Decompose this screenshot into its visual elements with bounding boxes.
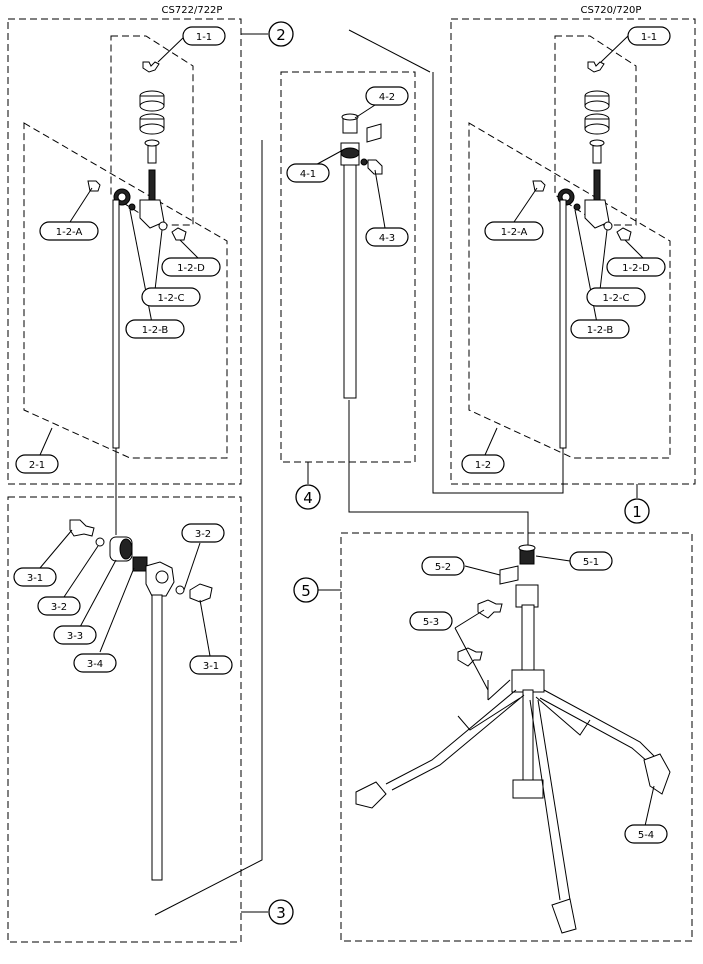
assembly-number-circle bbox=[293, 577, 319, 603]
assembly-number-4: 4 bbox=[303, 489, 313, 507]
assembly-number-circle bbox=[295, 484, 321, 510]
group-box-3 bbox=[7, 496, 242, 943]
label-pill bbox=[181, 523, 225, 543]
connector-4-top bbox=[348, 29, 431, 73]
label-pill bbox=[161, 257, 221, 277]
connector-2-to-4 bbox=[154, 140, 263, 916]
label-text-1-2-right: 1-2 bbox=[475, 460, 491, 471]
label-text-3-1-b: 3-1 bbox=[203, 661, 219, 672]
tripod-base-parts bbox=[355, 544, 671, 934]
label-pill bbox=[73, 653, 117, 673]
leader-lines bbox=[39, 35, 655, 827]
group-box-5 bbox=[340, 532, 693, 942]
label-pill bbox=[461, 454, 505, 474]
label-pill bbox=[15, 454, 59, 474]
label-pill bbox=[606, 257, 666, 277]
group-box-4 bbox=[280, 71, 416, 463]
label-pill bbox=[570, 319, 630, 339]
label-text-2-1: 2-1 bbox=[29, 460, 45, 471]
label-pill bbox=[365, 86, 409, 106]
assembly-number-1: 1 bbox=[632, 503, 642, 521]
assembly-number-2: 2 bbox=[276, 26, 286, 44]
label-text-5-3: 5-3 bbox=[423, 617, 439, 628]
label-text-3-3: 3-3 bbox=[67, 631, 83, 642]
label-pill bbox=[141, 287, 201, 307]
label-pill bbox=[421, 556, 465, 576]
model-label-left: CS722/722P bbox=[162, 5, 223, 16]
assembly-number-3: 3 bbox=[276, 904, 286, 922]
subgroup-1-2-left bbox=[23, 122, 228, 459]
label-text-4-1: 4-1 bbox=[300, 169, 316, 180]
extension-tube-parts bbox=[340, 113, 383, 399]
subgroup-1-1-right bbox=[554, 35, 637, 226]
label-text-5-1: 5-1 bbox=[583, 557, 599, 568]
label-text-1-2-d-left: 1-2-D bbox=[177, 263, 205, 274]
label-pill bbox=[125, 319, 185, 339]
group-box-2 bbox=[7, 18, 242, 485]
subgroup-1-1-left bbox=[110, 35, 194, 226]
label-pill bbox=[286, 163, 330, 183]
label-text-3-1-a: 3-1 bbox=[27, 573, 43, 584]
label-pill bbox=[182, 26, 226, 46]
label-text-1-2-c-left: 1-2-C bbox=[158, 293, 185, 304]
group-box-1 bbox=[450, 18, 696, 485]
label-text-1-2-a-right: 1-2-A bbox=[501, 227, 528, 238]
label-pill bbox=[189, 655, 233, 675]
assembly-number-5: 5 bbox=[301, 582, 311, 600]
right-tilter-parts bbox=[532, 61, 632, 449]
label-text-1-2-b-left: 1-2-B bbox=[142, 325, 169, 336]
label-pill bbox=[484, 221, 544, 241]
label-text-1-1-right: 1-1 bbox=[641, 32, 657, 43]
label-text-1-2-b-right: 1-2-B bbox=[587, 325, 614, 336]
label-pill bbox=[53, 625, 97, 645]
label-pill bbox=[13, 567, 57, 587]
subgroup-1-2-right bbox=[468, 122, 671, 459]
label-text-4-3: 4-3 bbox=[379, 233, 395, 244]
label-pill bbox=[365, 227, 409, 247]
connector-1-to-5 bbox=[432, 72, 564, 494]
label-text-4-2: 4-2 bbox=[379, 92, 395, 103]
label-text-1-1-left: 1-1 bbox=[196, 32, 212, 43]
assembly-number-circle bbox=[268, 21, 294, 47]
label-text-1-2-c-right: 1-2-C bbox=[603, 293, 630, 304]
label-pill bbox=[627, 26, 671, 46]
label-text-5-4: 5-4 bbox=[638, 830, 654, 841]
left-tilter-parts bbox=[87, 61, 187, 449]
label-text-1-2-a-left: 1-2-A bbox=[56, 227, 83, 238]
connector-4-to-5 bbox=[348, 400, 529, 545]
assembly-number-circle bbox=[268, 899, 294, 925]
label-text-3-4: 3-4 bbox=[87, 659, 103, 670]
label-text-3-2-a: 3-2 bbox=[51, 602, 67, 613]
assembly-number-circle bbox=[624, 498, 650, 524]
label-pill bbox=[39, 221, 99, 241]
label-pill bbox=[37, 596, 81, 616]
label-text-1-2-d-right: 1-2-D bbox=[622, 263, 650, 274]
label-pill bbox=[409, 611, 453, 631]
label-text-3-2-b: 3-2 bbox=[195, 529, 211, 540]
boom-arm-parts bbox=[69, 519, 213, 881]
label-pill bbox=[586, 287, 646, 307]
model-label-right: CS720/720P bbox=[581, 5, 642, 16]
label-pill bbox=[624, 824, 668, 844]
label-pill bbox=[569, 551, 613, 571]
label-text-5-2: 5-2 bbox=[435, 562, 451, 573]
